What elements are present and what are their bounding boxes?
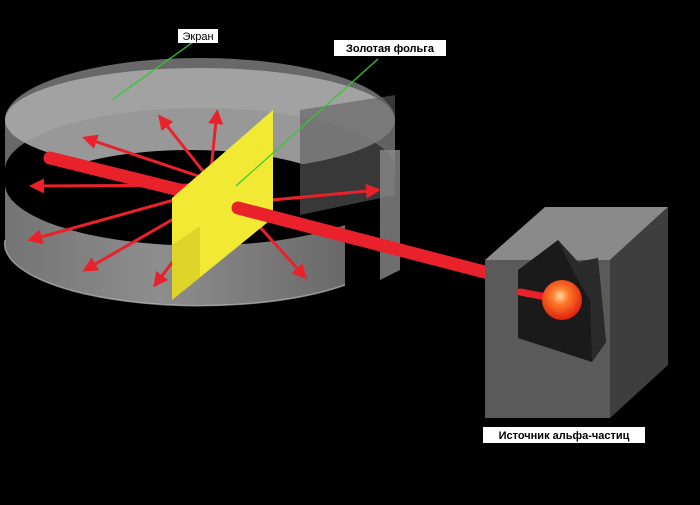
screen-bottom-edge [3, 239, 346, 307]
source-cavity-shade [558, 240, 606, 362]
alpha-beam [231, 201, 507, 283]
label-gold-foil-group: Золотая фольга [334, 40, 446, 56]
alpha-source-box [485, 207, 668, 418]
label-screen-group: Экран [178, 29, 218, 43]
label-source-bg [483, 427, 645, 443]
screen-rim [5, 68, 395, 172]
label-source-group: Источник альфа-частиц [483, 427, 645, 443]
radioactive-source-glow [542, 280, 582, 320]
scatter-arrow [158, 114, 212, 181]
label-gold-foil-bg [334, 40, 446, 56]
label-source: Источник альфа-частиц [499, 430, 630, 442]
label-screen-bg [178, 29, 218, 43]
label-gold-foil: Золотая фольга [346, 43, 435, 55]
box-top [485, 207, 668, 260]
gold-foil-shade [172, 226, 200, 300]
label-screen: Экран [182, 31, 213, 43]
foil-pointer-line [235, 58, 379, 187]
screen-right-wall [380, 150, 400, 280]
screen-pointer-line [111, 39, 197, 101]
box-side [610, 207, 668, 418]
scatter-arrow [82, 134, 211, 182]
alpha-beam-exit [43, 151, 207, 202]
